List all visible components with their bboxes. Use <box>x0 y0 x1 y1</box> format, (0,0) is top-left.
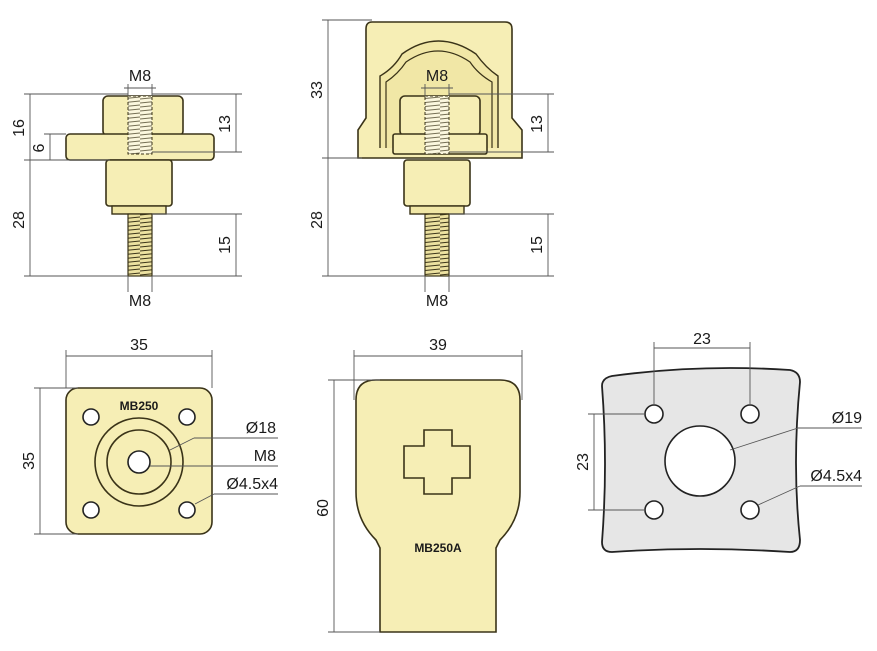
dim-23-width-label: 23 <box>693 331 711 348</box>
stud-threads <box>128 214 152 276</box>
dim-60-label: 60 <box>315 499 332 517</box>
side-view-mb250: M8 M8 16 6 28 13 15 <box>11 68 242 310</box>
nut-base <box>111 205 167 215</box>
plate-center-hole <box>664 425 736 497</box>
plate-hole-br <box>740 500 760 520</box>
dim-35-height-label: 35 <box>21 452 38 470</box>
dia-19-label: Ø19 <box>832 410 862 427</box>
top-view-mb250: MB250 35 35 Ø18 M8 Ø4.5x4 <box>21 337 278 535</box>
dim-6-label: 6 <box>31 143 48 152</box>
mid-collar <box>403 159 471 207</box>
m8-top-mid-label: M8 <box>426 68 448 85</box>
side-view-mb250a: M8 M8 33 28 13 15 <box>309 19 554 310</box>
mount-hole-bl <box>82 501 100 519</box>
dia-4-5-right-label: Ø4.5x4 <box>810 468 862 485</box>
dim-23-height-label: 23 <box>575 453 592 471</box>
dia-4-5-left-label: Ø4.5x4 <box>226 476 278 493</box>
mount-hole-tr <box>178 408 196 426</box>
m8-bottom-left-label: M8 <box>129 293 151 310</box>
cross-cutout <box>403 429 471 495</box>
m8-callout-label: M8 <box>254 448 276 465</box>
dim-15-left-label: 15 <box>217 236 234 254</box>
cover-top-outline <box>355 379 521 633</box>
mid-stud-threads <box>425 214 449 276</box>
plate-hole-tl <box>644 404 664 424</box>
dia-18-label: Ø18 <box>246 420 276 437</box>
dim-28-left-label: 28 <box>11 211 28 229</box>
dim-33-label: 33 <box>309 81 326 99</box>
m8-top-left-label: M8 <box>129 68 151 85</box>
dim-28-mid-label: 28 <box>309 211 326 229</box>
mb250a-label: MB250A <box>414 541 462 555</box>
dims-plate <box>588 342 862 511</box>
dim-13-mid-label: 13 <box>529 115 546 133</box>
top-view-mb250a: MB250A 39 60 <box>315 337 523 633</box>
plate-hole-tr <box>740 404 760 424</box>
dim-39-label: 39 <box>429 337 447 354</box>
dims-side-left <box>24 84 242 292</box>
dim-35-width-label: 35 <box>130 337 148 354</box>
mid-internal-threads <box>425 96 449 154</box>
dim-13-left-label: 13 <box>217 115 234 133</box>
m8-bottom-mid-label: M8 <box>426 293 448 310</box>
mid-nut-base <box>409 205 465 215</box>
mb250-label: MB250 <box>120 399 159 413</box>
dims-top-mid <box>328 350 523 633</box>
dims-side-mid <box>322 19 554 292</box>
internal-threads <box>128 96 152 154</box>
collar <box>105 159 173 207</box>
dims-top-left <box>34 350 278 535</box>
dim-15-mid-label: 15 <box>529 236 546 254</box>
mount-hole-br <box>178 501 196 519</box>
mounting-plate: 23 23 Ø19 Ø4.5x4 <box>575 331 862 553</box>
plate-hole-bl <box>644 500 664 520</box>
center-hole <box>127 450 151 474</box>
mount-hole-tl <box>82 408 100 426</box>
dim-16-label: 16 <box>11 119 28 137</box>
cover-arch-inner <box>385 50 493 148</box>
